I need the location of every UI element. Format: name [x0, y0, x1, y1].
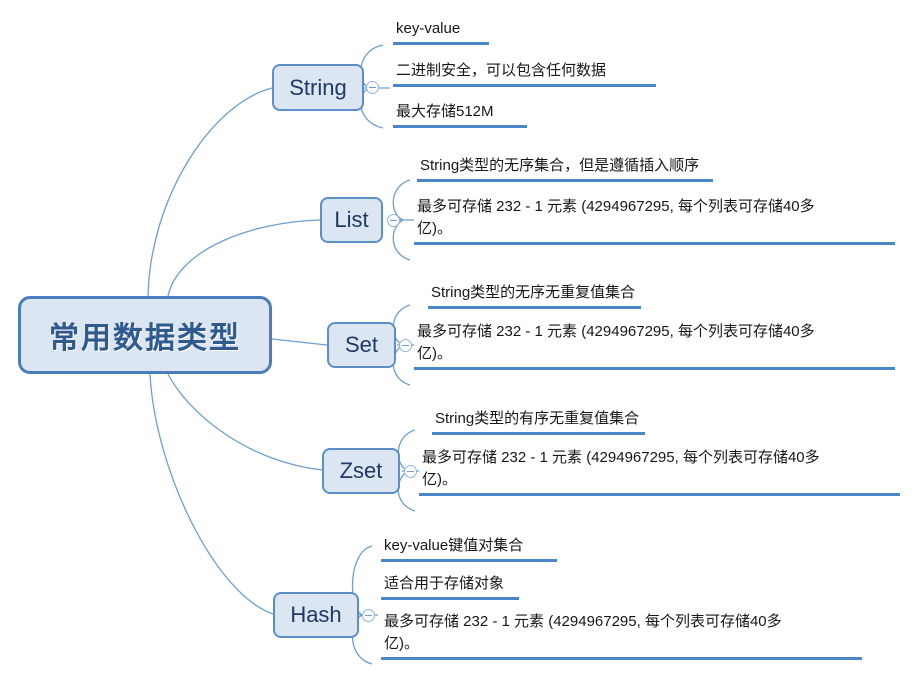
leaf-underline — [393, 84, 656, 87]
leaf-text: 适合用于存储对象 — [384, 575, 505, 592]
leaf-underline — [381, 559, 557, 562]
branch-node-hash-label: Hash — [290, 602, 342, 627]
leaf-underline — [417, 179, 713, 182]
branch-node-set-label: Set — [344, 332, 379, 357]
branch-node-list-label: List — [334, 207, 369, 232]
connector-root-set — [271, 338, 328, 346]
leaf-underline — [381, 657, 862, 660]
leaf-item[interactable]: 最多可存储 232 - 1 元素 (4294967295, 每个列表可存储40多… — [419, 447, 900, 496]
connector-root-hash — [149, 373, 274, 615]
connector-root-string — [147, 87, 273, 297]
leaf-text: String类型的无序无重复值集合 — [431, 284, 636, 301]
leaf-text: key-value键值对集合 — [384, 537, 524, 554]
root-node-label: 常用数据类型 — [49, 322, 241, 355]
minus-circle-icon[interactable] — [404, 465, 417, 478]
leaf-text: 最多可存储 232 - 1 元素 (4294967295, 每个列表可存储40多… — [422, 449, 820, 488]
leaf-underline — [414, 367, 895, 370]
leaf-item[interactable]: 最多可存储 232 - 1 元素 (4294967295, 每个列表可存储40多… — [414, 321, 895, 370]
leaf-item[interactable]: String类型的无序集合，但是遵循插入顺序 — [417, 155, 713, 182]
leaf-text: String类型的有序无重复值集合 — [435, 410, 640, 427]
root-node[interactable]: 常用数据类型 — [18, 296, 272, 374]
bracket-string-bottom — [360, 87, 384, 129]
connector-root-zset — [167, 373, 323, 471]
branch-node-string[interactable]: String — [272, 64, 364, 111]
leaf-item[interactable]: String类型的无序无重复值集合 — [428, 282, 641, 309]
leaf-underline — [393, 125, 527, 128]
leaf-text: 最多可存储 232 - 1 元素 (4294967295, 每个列表可存储40多… — [417, 323, 815, 362]
leaf-underline — [393, 42, 489, 45]
leaf-underline — [414, 242, 895, 245]
minus-circle-icon[interactable] — [362, 609, 375, 622]
minus-circle-icon[interactable] — [387, 214, 400, 227]
leaf-item[interactable]: key-value — [393, 18, 489, 45]
branch-node-list[interactable]: List — [320, 197, 383, 243]
leaf-underline — [419, 493, 900, 496]
leaf-item[interactable]: 最大存储512M — [393, 101, 527, 128]
leaf-item[interactable]: 最多可存储 232 - 1 元素 (4294967295, 每个列表可存储40多… — [381, 611, 862, 660]
branch-node-string-label: String — [289, 74, 347, 100]
branch-node-set[interactable]: Set — [327, 322, 396, 368]
leaf-underline — [428, 306, 641, 309]
leaf-text: 最多可存储 232 - 1 元素 (4294967295, 每个列表可存储40多… — [417, 198, 815, 237]
minus-circle-icon[interactable] — [399, 339, 412, 352]
leaf-text: 二进制安全，可以包含任何数据 — [396, 62, 607, 79]
leaf-text: key-value — [396, 20, 461, 37]
connector-root-list — [167, 219, 321, 297]
leaf-item[interactable]: 适合用于存储对象 — [381, 573, 519, 600]
branch-node-zset-label: Zset — [339, 458, 383, 483]
leaf-text: String类型的无序集合，但是遵循插入顺序 — [420, 157, 700, 174]
branch-node-hash[interactable]: Hash — [273, 592, 359, 638]
branch-node-zset[interactable]: Zset — [322, 448, 400, 494]
leaf-item[interactable]: key-value键值对集合 — [381, 535, 557, 562]
leaf-item[interactable]: String类型的有序无重复值集合 — [432, 408, 645, 435]
leaf-underline — [381, 597, 519, 600]
leaf-text: 最大存储512M — [396, 103, 494, 120]
leaf-item[interactable]: 二进制安全，可以包含任何数据 — [393, 60, 656, 87]
minus-circle-icon[interactable] — [366, 81, 379, 94]
leaf-text: 最多可存储 232 - 1 元素 (4294967295, 每个列表可存储40多… — [384, 613, 782, 652]
leaf-underline — [432, 432, 645, 435]
leaf-item[interactable]: 最多可存储 232 - 1 元素 (4294967295, 每个列表可存储40多… — [414, 196, 895, 245]
